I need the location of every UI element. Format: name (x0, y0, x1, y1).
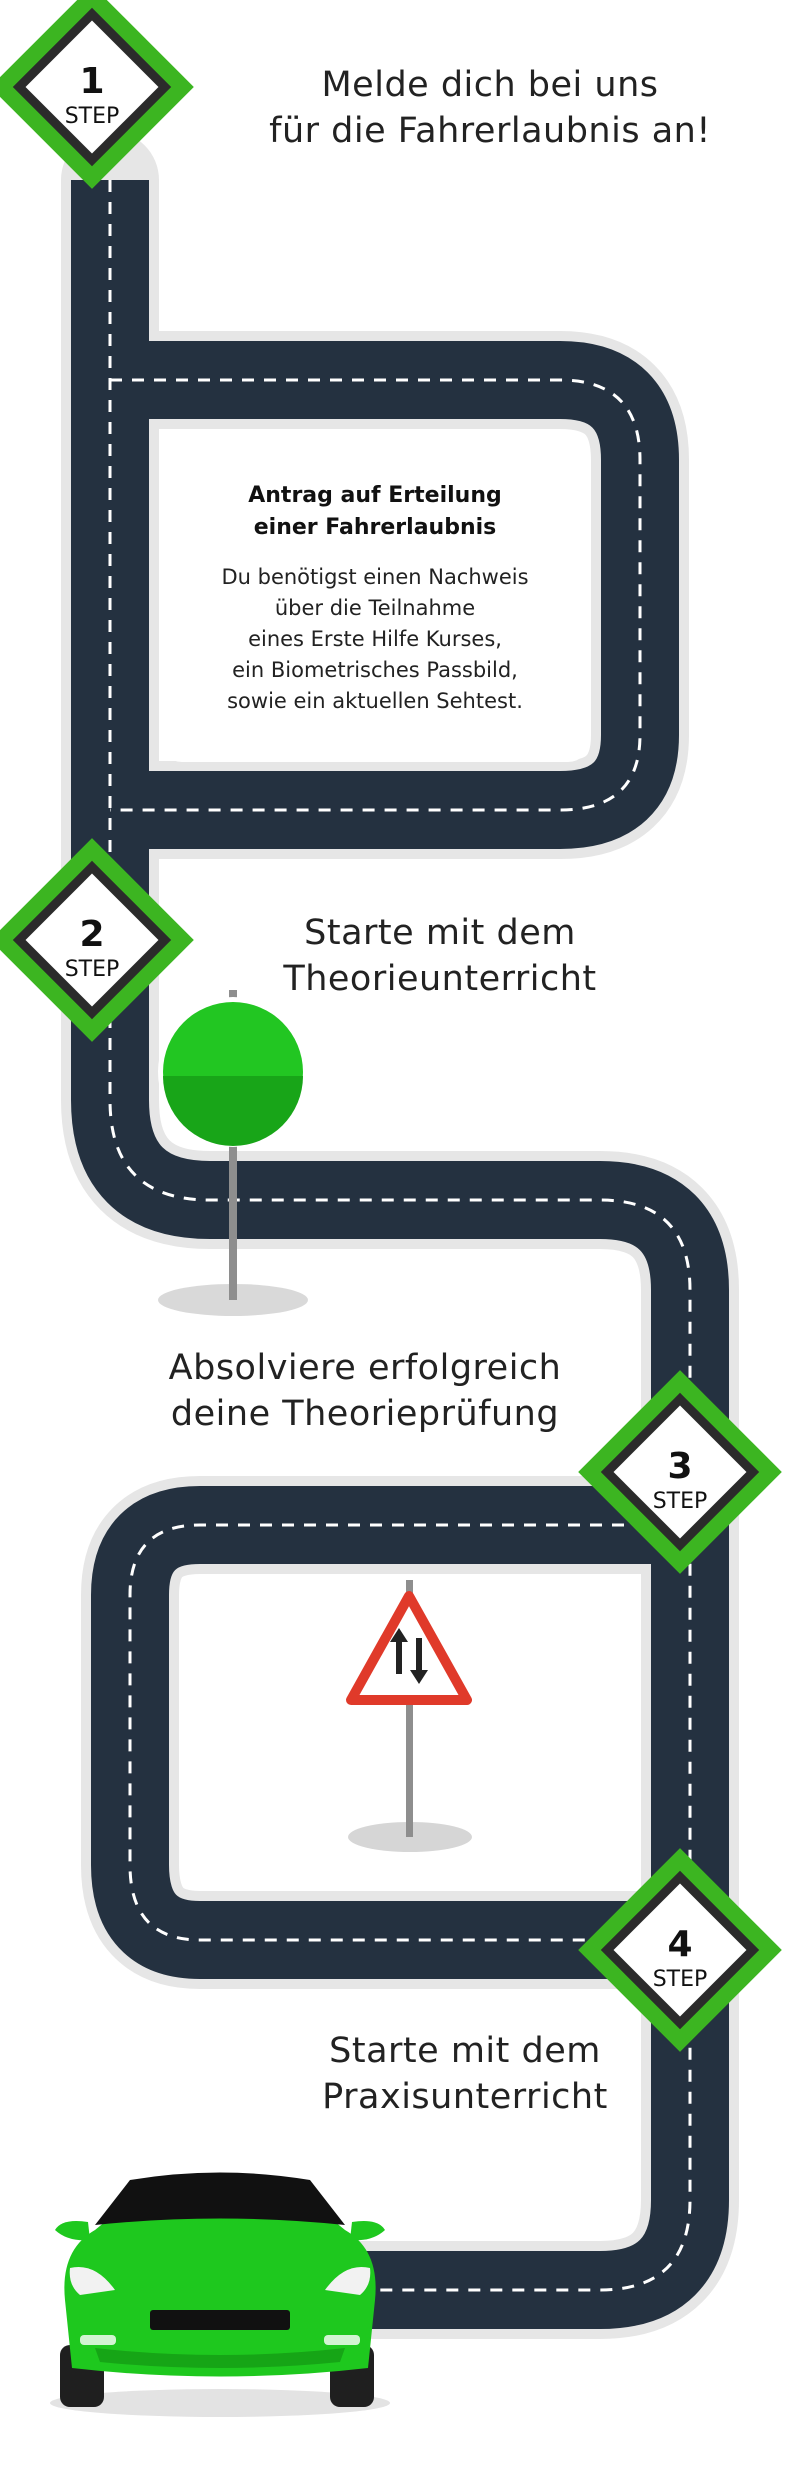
step-2-number: 2 (79, 914, 104, 955)
info-box-body-line1: Du benötigst einen Nachweis (221, 565, 529, 589)
step-1-label: STEP (65, 104, 120, 129)
step-4-heading: Starte mit dem Praxisunterricht (265, 2028, 665, 2120)
step-2-heading: Starte mit dem Theorieunterricht (230, 910, 650, 1002)
step-4-number: 4 (667, 1924, 692, 1965)
step-3-heading: Absolviere erfolgreich deine Theorieprüf… (150, 1345, 580, 1437)
info-box-body-line4: ein Biometrisches Passbild, (232, 658, 518, 682)
step-3-heading-line2: deine Theorieprüfung (170, 1394, 560, 1434)
step-3-heading-line1: Absolviere erfolgreich (168, 1348, 562, 1388)
step-1-heading-line1: Melde dich bei uns (321, 65, 659, 105)
lane-markings (108, 180, 692, 2292)
step-2-heading-line2: Theorieunterricht (283, 959, 597, 999)
step-2-heading-line1: Starte mit dem (304, 913, 576, 953)
info-box-body-line5: sowie ein aktuellen Sehtest. (227, 689, 523, 713)
info-box-content: Antrag auf Erteilung einer Fahrerlaubnis… (160, 480, 590, 717)
info-box-body-line3: eines Erste Hilfe Kurses, (248, 627, 502, 651)
step-2-label: STEP (65, 957, 120, 982)
info-box-body-line2: über die Teilnahme (274, 596, 476, 620)
oncoming-traffic-sign-icon (346, 1580, 472, 1852)
step-3-number: 3 (667, 1446, 692, 1487)
step-marker-2 (0, 838, 194, 1042)
step-4-label: STEP (653, 1967, 708, 1992)
green-car-icon (50, 2172, 390, 2417)
step-4-heading-line2: Praxisunterricht (322, 2077, 608, 2117)
step-4-heading-line1: Starte mit dem (329, 2031, 601, 2071)
step-1-heading: Melde dich bei uns für die Fahrerlaubnis… (230, 62, 750, 154)
info-box (160, 432, 590, 762)
step-3-label: STEP (653, 1489, 708, 1514)
round-green-sign-icon (158, 990, 308, 1316)
info-box-title-line1: Antrag auf Erteilung (248, 483, 502, 508)
step-1-number: 1 (79, 61, 104, 102)
step-1-heading-line2: für die Fahrerlaubnis an! (269, 111, 711, 151)
info-box-title-line2: einer Fahrerlaubnis (253, 515, 497, 540)
